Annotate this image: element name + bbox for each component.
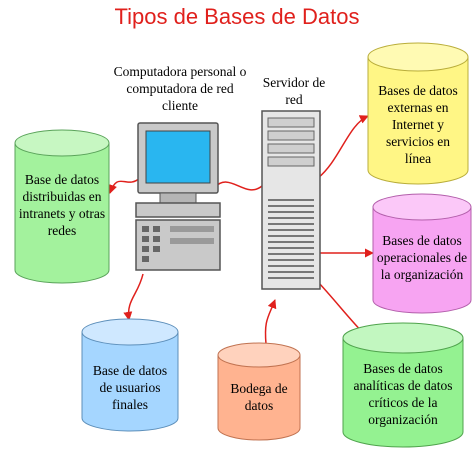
db-label-analiticas: Bases de datos analíticas de datos críti… (353, 361, 453, 427)
db-label-operacionales: Bases de datos operacionales de la organ… (376, 233, 468, 282)
cylinder-bodega (217, 342, 301, 441)
diagram-title: Tipos de Bases de Datos (114, 4, 360, 29)
db-label-bodega: Bodega de datos (230, 381, 288, 413)
db-label-usuarios: Base de datos de usuarios finales (92, 363, 168, 412)
server-label: Servidor de red (262, 75, 326, 107)
connector-usuarios (123, 273, 144, 321)
cylinder-operacionales (372, 193, 472, 314)
db-label-distribuidas: Base de datos distribuidas en intranets … (18, 172, 106, 238)
cylinder-analiticas (342, 322, 464, 448)
computer-icon (135, 122, 221, 271)
connector-client-server (213, 181, 263, 191)
client-label: Computadora personal o computadora de re… (113, 64, 247, 113)
server-icon (261, 110, 321, 290)
connector-externas (317, 115, 369, 179)
connector-distribuidas (108, 177, 141, 194)
connector-bodega (264, 299, 277, 345)
cylinder-usuarios (81, 318, 179, 432)
cylinder-externas (367, 42, 469, 185)
cylinder-distribuidas (14, 129, 110, 284)
db-label-externas: Bases de datos externas en Internet y se… (378, 83, 458, 166)
